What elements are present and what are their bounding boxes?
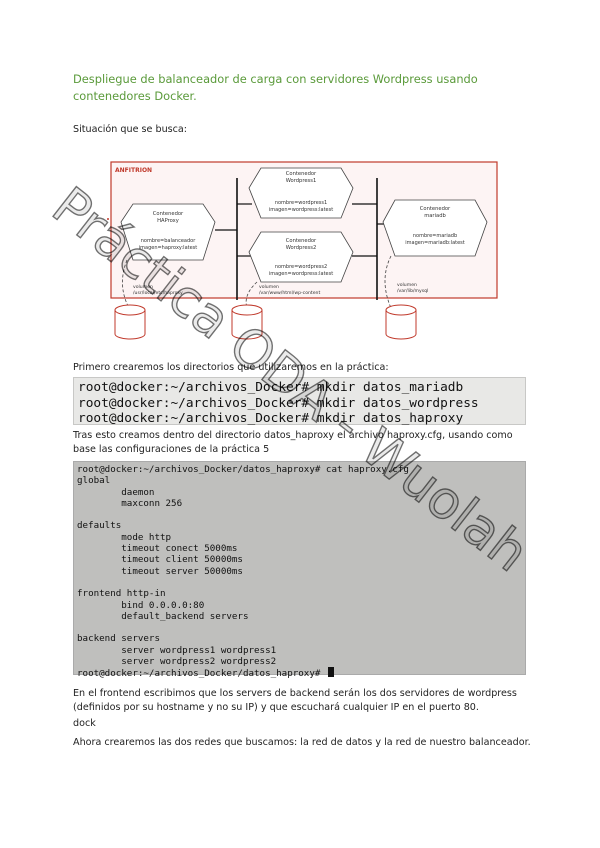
svg-text:volumen: volumen: [397, 282, 417, 288]
terminal-line: [77, 509, 525, 520]
terminal-line: root@docker:~/archivos_Docker/datos_hapr…: [77, 464, 409, 475]
svg-text:Contenedor: Contenedor: [286, 171, 317, 177]
situacion-text: Situación que se busca:: [73, 124, 188, 135]
frontend-explanation: En el frontend escribimos que los server…: [73, 688, 517, 713]
terminal-line: global: [77, 475, 111, 487]
terminal-line: frontend http-in: [77, 588, 166, 600]
terminal-line: root@docker:~/archivos_Docker# mkdir dat…: [78, 380, 464, 395]
terminal-cursor: [327, 667, 334, 678]
svg-text:imagen=wordpress:latest: imagen=wordpress:latest: [269, 207, 333, 213]
terminal-line: timeout client 50000ms: [77, 554, 243, 566]
page-heading: Despliegue de balanceador de carga con s…: [73, 72, 478, 103]
architecture-diagram: ANFITRION 8080 Contenedor HAProxy nombre…: [107, 160, 499, 345]
tras-text: Tras esto creamos dentro del directorio …: [73, 430, 513, 455]
svg-text:nombre=wordpress2: nombre=wordpress2: [275, 264, 327, 270]
terminal-line: default_backend servers: [77, 610, 249, 622]
svg-text:Contenedor: Contenedor: [286, 238, 317, 244]
svg-text:imagen=wordpress:latest: imagen=wordpress:latest: [269, 271, 333, 277]
terminal-line: root@docker:~/archivos_Docker# mkdir dat…: [78, 395, 479, 411]
terminal-line: timeout conect 5000ms: [77, 543, 238, 555]
terminal-prompt-line: root@docker:~/archivos_Docker/datos_hapr…: [77, 667, 525, 679]
svg-text:nombre=balanceador: nombre=balanceador: [141, 238, 196, 244]
terminal-line: [77, 577, 525, 588]
svg-text:imagen=mariadb:latest: imagen=mariadb:latest: [405, 240, 465, 246]
svg-text:Wordpress1: Wordpress1: [286, 178, 317, 184]
mariadb-container: [382, 199, 488, 257]
svg-text:HAProxy: HAProxy: [157, 218, 179, 224]
svg-text:nombre=wordpress1: nombre=wordpress1: [275, 200, 327, 206]
terminal-line: daemon: [77, 486, 155, 498]
terminal-prompt: root@docker:~/archivos_Docker/datos_hapr…: [77, 668, 326, 680]
svg-text:/var/www/html/wp-content: /var/www/html/wp-content: [259, 290, 320, 296]
svg-text:mariadb: mariadb: [424, 213, 446, 219]
volume-cylinder-wordpress: [231, 304, 263, 340]
svg-text:/usr/local/etc/haproxy: /usr/local/etc/haproxy: [133, 290, 183, 296]
terminal-line: bind 0.0.0.0:80: [77, 599, 205, 611]
volume-cylinder-mariadb: [385, 304, 417, 340]
volume-cylinder-haproxy: [114, 304, 146, 340]
terminal-line: timeout server 50000ms: [77, 565, 243, 577]
haproxy-container: [120, 203, 216, 261]
wordpress1-container: [248, 167, 354, 219]
dock-text: dock: [73, 718, 96, 729]
svg-text:Wordpress2: Wordpress2: [286, 245, 317, 251]
svg-text:volumen: volumen: [133, 284, 153, 290]
terminal-line: server wordpress1 wordpress1: [77, 644, 277, 656]
svg-text:Contenedor: Contenedor: [420, 206, 451, 212]
svg-text:imagen=haproxy:latest: imagen=haproxy:latest: [139, 245, 198, 251]
svg-text:volumen: volumen: [259, 284, 279, 290]
terminal-line: [77, 622, 525, 633]
svg-text:nombre=mariadb: nombre=mariadb: [413, 233, 457, 239]
ahora-text: Ahora crearemos las dos redes que buscam…: [73, 737, 531, 748]
terminal-line: root@docker:~/archivos_Docker# mkdir dat…: [78, 411, 464, 426]
primero-text: Primero crearemos los directorios que ut…: [73, 362, 389, 373]
host-label: ANFITRION: [115, 167, 152, 174]
terminal-line: defaults: [77, 520, 122, 532]
svg-text:/var/lib/mysql: /var/lib/mysql: [397, 288, 428, 294]
terminal-mkdir: root@docker:~/archivos_Docker# mkdir dat…: [73, 377, 526, 426]
terminal-haproxy-cfg: root@docker:~/archivos_Docker/datos_hapr…: [73, 461, 526, 679]
terminal-line: mode http: [77, 531, 172, 543]
terminal-line: maxconn 256: [77, 497, 183, 509]
terminal-line: backend servers: [77, 633, 160, 645]
wordpress2-container: [248, 231, 354, 283]
terminal-line: server wordpress2 wordpress2: [77, 656, 277, 668]
svg-text:Contenedor: Contenedor: [153, 211, 184, 217]
